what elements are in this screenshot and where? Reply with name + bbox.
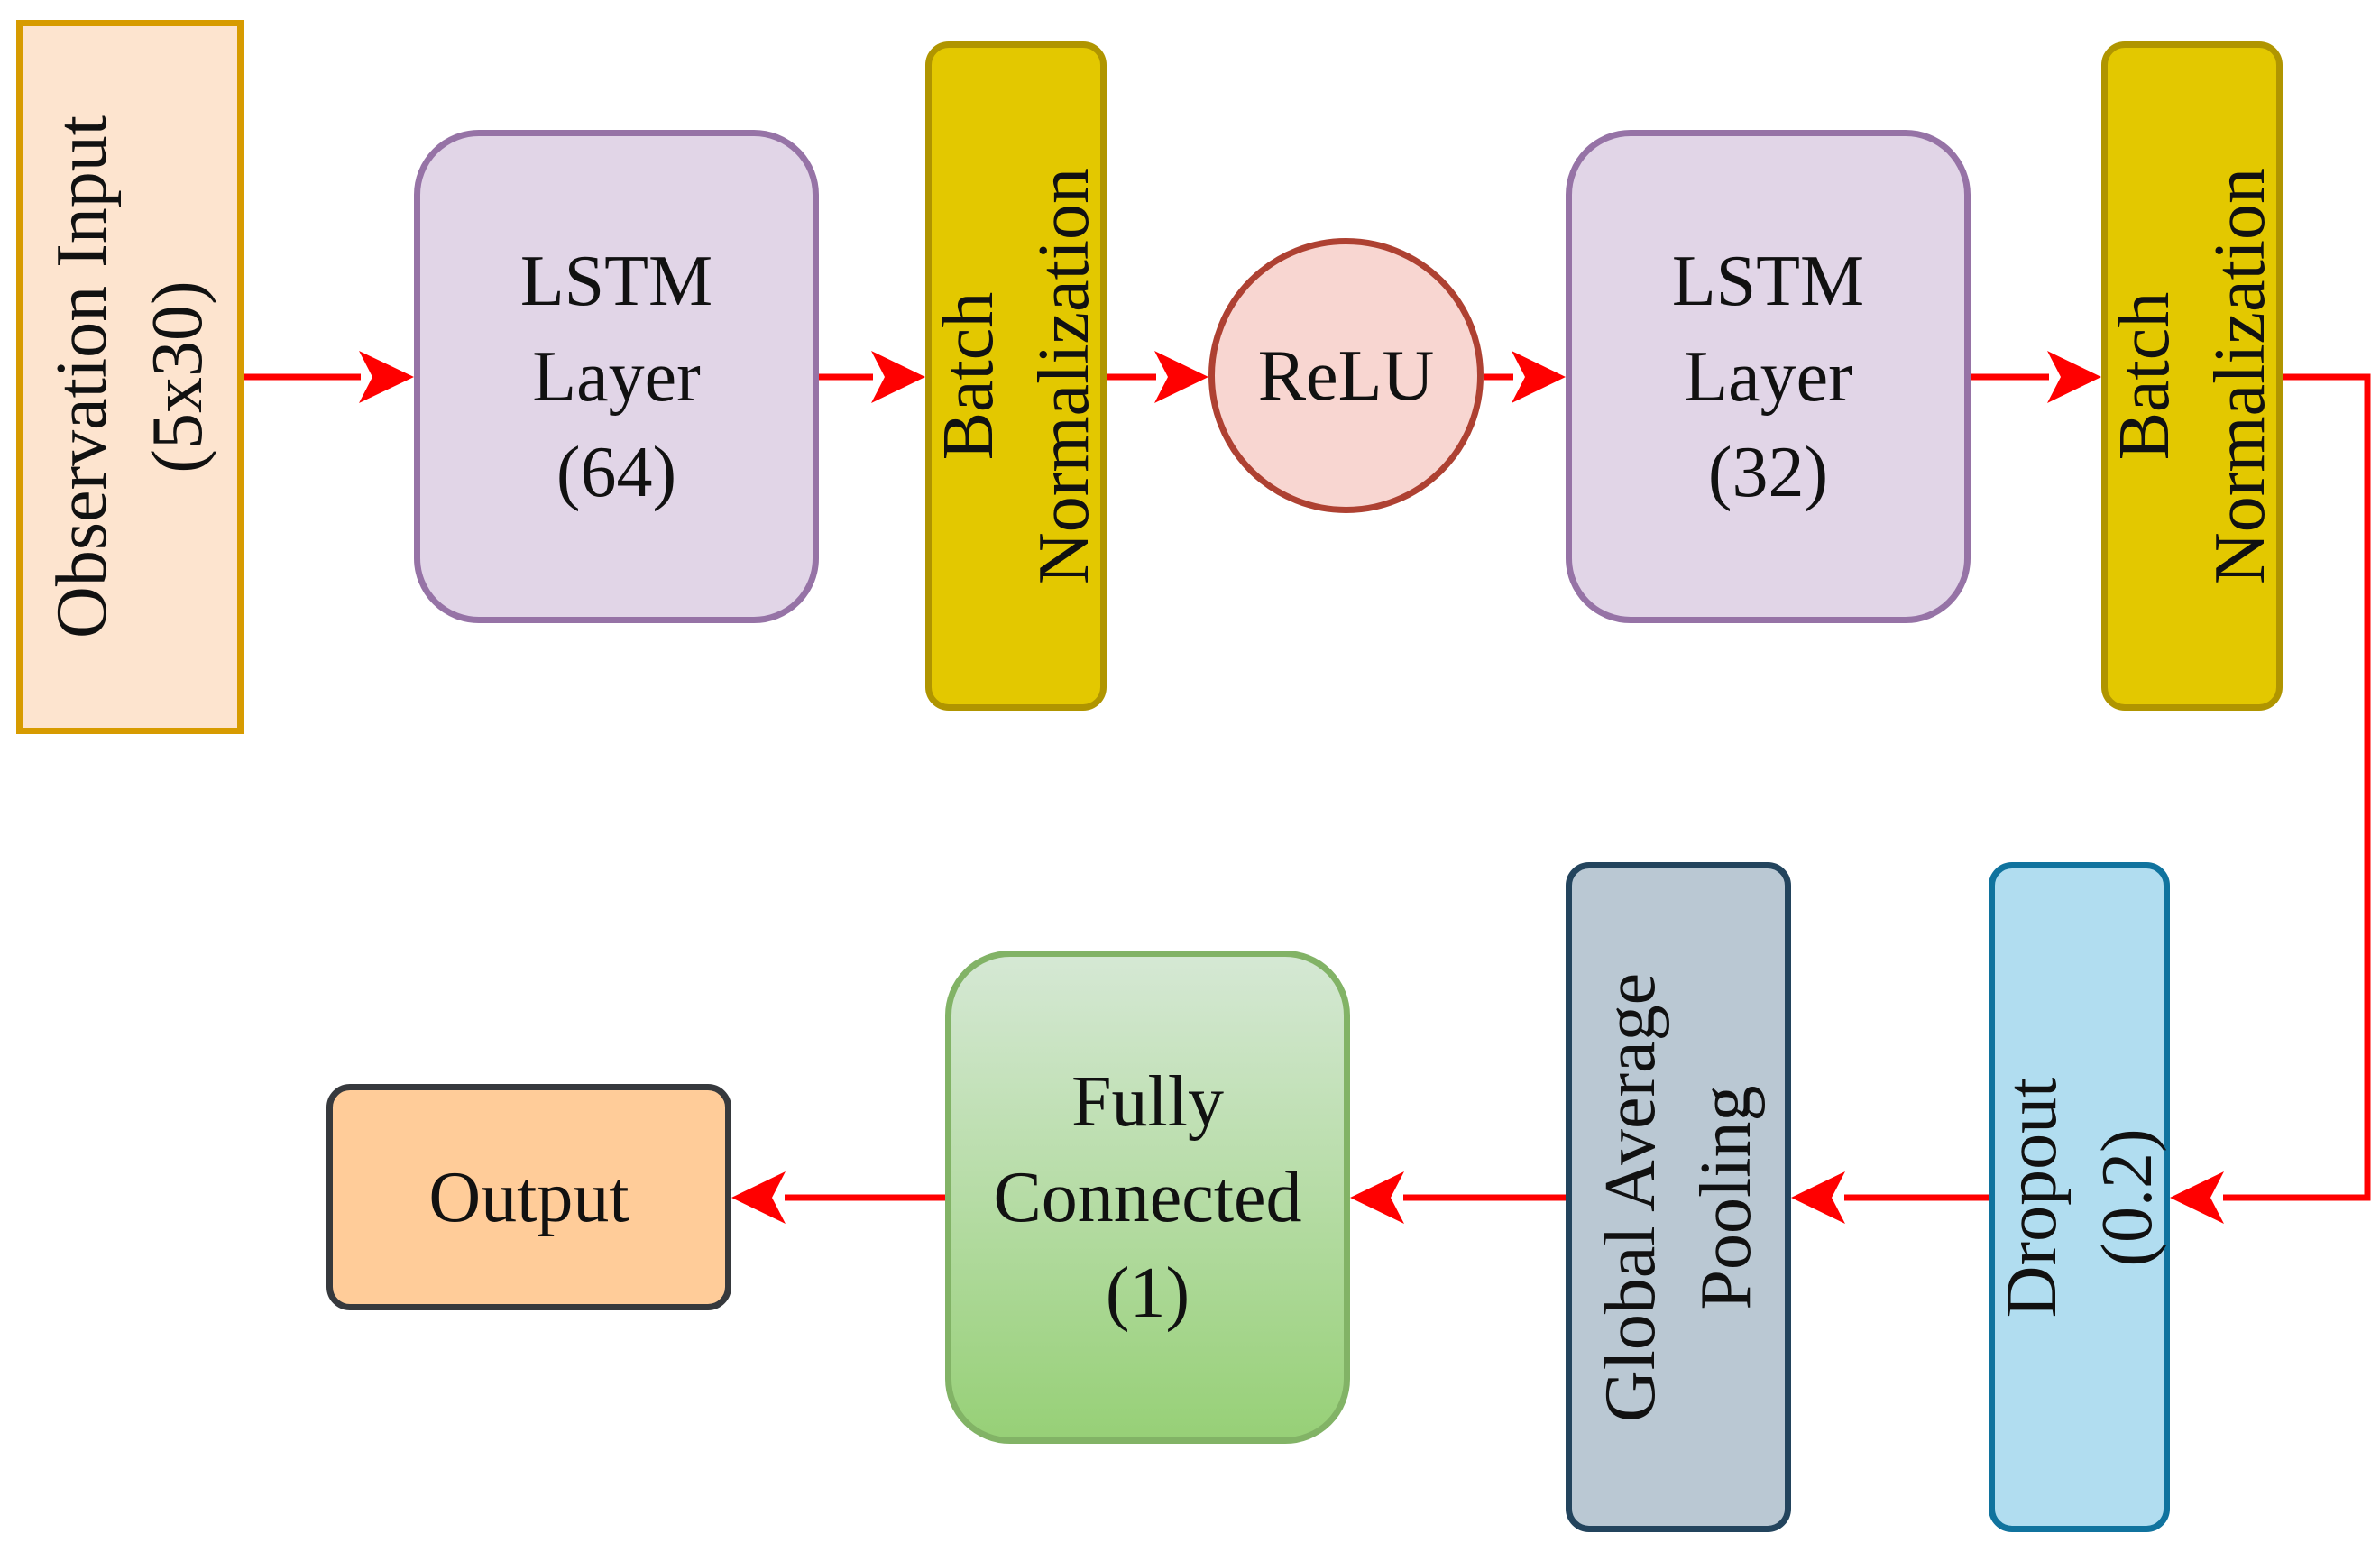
edge-lstm64-to-bn1 [819, 351, 925, 403]
edge-relu-to-lstm32 [1484, 351, 1566, 403]
arrowhead-icon [1350, 1171, 1404, 1224]
edge-bn1-to-relu [1107, 351, 1208, 403]
dropout-line1: Dropout [1991, 1077, 2072, 1318]
lstm-32-units: (32) [1707, 432, 1829, 512]
output-node: Output [326, 1084, 731, 1310]
lstm-32-line2: Layer [1684, 336, 1852, 417]
batch-norm-2-label: Batch Normalization [2097, 168, 2288, 584]
lstm-32-line1: LSTM [1671, 241, 1865, 321]
arrowhead-icon [2170, 1171, 2224, 1224]
global-average-pooling-line2: Pooling [1686, 1085, 1766, 1309]
arrowhead-icon [1512, 351, 1566, 403]
global-average-pooling-label: Global Average Pooling [1583, 972, 1774, 1421]
dropout-label: Dropout (0.2) [1984, 1077, 2175, 1318]
arrowhead-icon [731, 1171, 786, 1224]
lstm-64-line1: LSTM [519, 241, 713, 321]
global-average-pooling-node: Global Average Pooling [1566, 862, 1791, 1532]
batch-norm-1-label: Batch Normalization [921, 168, 1112, 584]
arrowhead-icon [1154, 351, 1208, 403]
observation-input-shape: (5x30) [138, 280, 217, 473]
relu-node: ReLU [1208, 238, 1484, 513]
fully-connected-label: Fully Connected (1) [951, 1054, 1344, 1341]
edge-input-to-lstm64 [244, 351, 414, 403]
arrowhead-icon [359, 351, 414, 403]
observation-input-node: Observation Input (5x30) [16, 20, 244, 734]
lstm-64-label: LSTM Layer (64) [420, 234, 813, 520]
edge-bn2-to-dropout [2170, 373, 2371, 1224]
lstm-64-line2: Layer [532, 336, 701, 417]
dropout-rate: (0.2) [2087, 1127, 2167, 1267]
batch-norm-1-line2: Normalization [1024, 167, 1104, 585]
arrowhead-icon [2047, 351, 2101, 403]
fully-connected-line2: Connected [993, 1157, 1302, 1237]
edge-fc-to-output [731, 1171, 945, 1224]
edge-lstm32-to-bn2 [1971, 351, 2101, 403]
batch-norm-1-line1: Batch [928, 291, 1008, 461]
edge-dropout-to-gap [1791, 1171, 1989, 1224]
output-label-wrap: Output [333, 1150, 725, 1245]
relu-label-wrap: ReLU [1215, 328, 1477, 424]
batch-norm-2-line2: Normalization [2200, 167, 2280, 585]
arrowhead-icon [1791, 1171, 1845, 1224]
global-average-pooling-line1: Global Average [1591, 972, 1670, 1422]
lstm-32-node: LSTM Layer (32) [1566, 130, 1971, 623]
batch-norm-1-node: Batch Normalization [925, 41, 1107, 711]
batch-norm-2-node: Batch Normalization [2101, 41, 2283, 711]
lstm-64-node: LSTM Layer (64) [414, 130, 819, 623]
fully-connected-line1: Fully [1071, 1061, 1224, 1142]
relu-label: ReLU [1257, 335, 1435, 416]
output-label: Output [428, 1157, 629, 1237]
lstm-32-label: LSTM Layer (32) [1572, 234, 1964, 520]
fully-connected-units: (1) [1105, 1253, 1190, 1333]
batch-norm-2-line1: Batch [2104, 291, 2184, 461]
dropout-node: Dropout (0.2) [1989, 862, 2170, 1532]
arrowhead-icon [871, 351, 925, 403]
observation-input-label: Observation Input (5x30) [34, 115, 225, 638]
lstm-64-units: (64) [556, 432, 677, 512]
observation-input-title: Observation Input [42, 115, 122, 638]
edge-gap-to-fc [1350, 1171, 1566, 1224]
fully-connected-node: Fully Connected (1) [945, 951, 1350, 1444]
